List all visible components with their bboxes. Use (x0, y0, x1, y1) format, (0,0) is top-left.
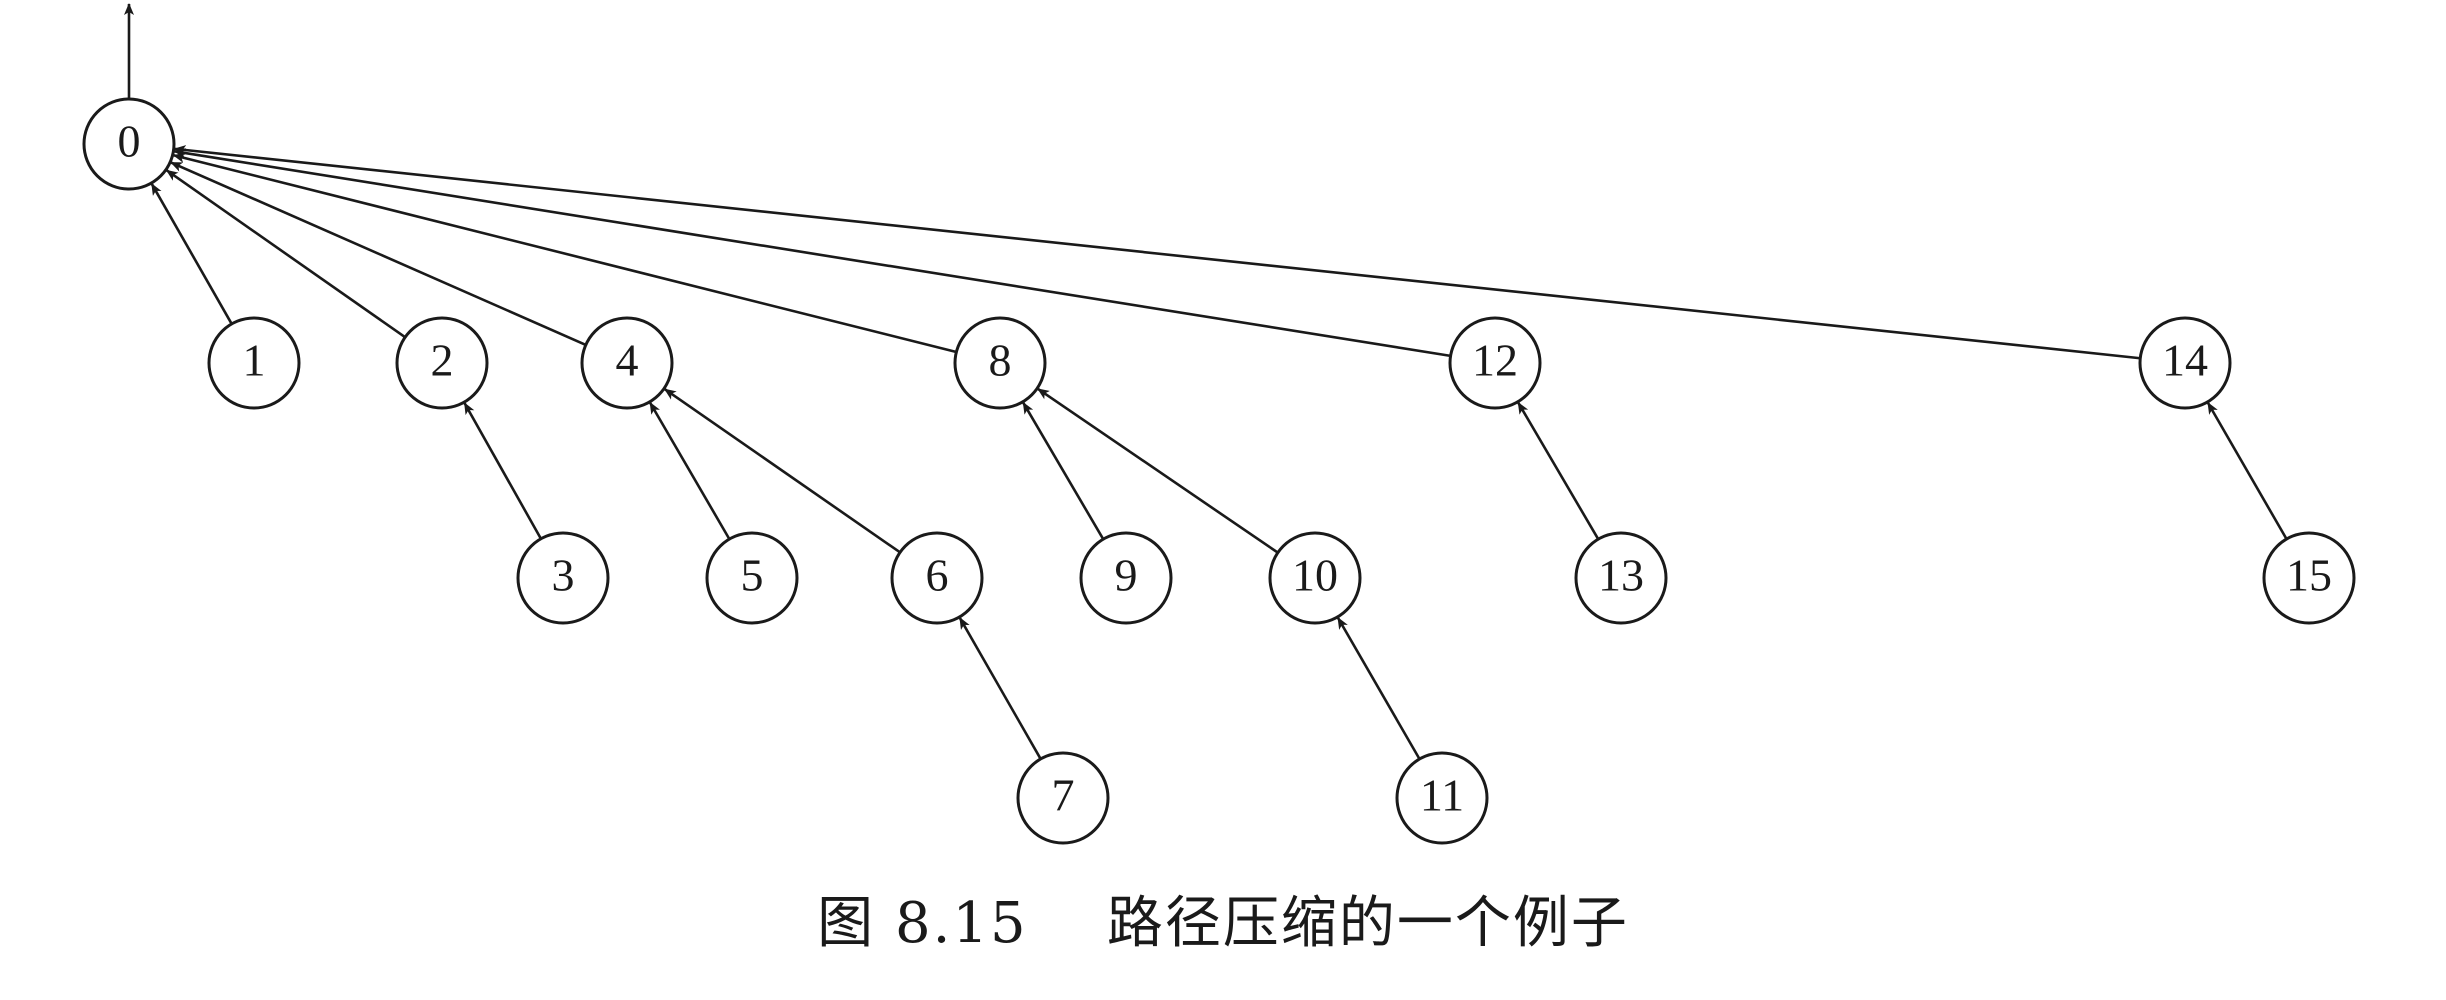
node-label: 12 (1472, 335, 1518, 386)
edges-layer (124, 3, 2288, 760)
node-circle (2138, 316, 2232, 410)
edge-2-to-0 (165, 169, 406, 339)
node-label: 11 (1420, 770, 1464, 821)
node-circle (890, 531, 984, 625)
node-0: 0 (82, 97, 176, 191)
node-label: 9 (1115, 550, 1138, 601)
node-label: 2 (431, 335, 454, 386)
node-13: 13 (1574, 531, 1668, 625)
node-circle (82, 97, 176, 191)
node-circle (1016, 751, 1110, 845)
edge-4-to-0 (170, 161, 587, 347)
node-label: 7 (1052, 770, 1075, 821)
edge-3-to-2 (463, 402, 543, 540)
node-3: 3 (516, 531, 610, 625)
node-circle (1448, 316, 1542, 410)
node-label: 5 (741, 550, 764, 601)
node-circle (1268, 531, 1362, 625)
edge-11-to-10 (1336, 616, 1421, 760)
figure-caption: 图 8.15 路径压缩的一个例子 (817, 891, 1629, 956)
edge-6-to-4 (663, 388, 901, 554)
node-label: 14 (2162, 335, 2208, 386)
node-circle (516, 531, 610, 625)
edge-1-to-0 (150, 183, 233, 325)
edge-10-to-8 (1037, 387, 1279, 554)
node-9: 9 (1079, 531, 1173, 625)
node-circle (953, 316, 1047, 410)
node-8: 8 (953, 316, 1047, 410)
node-circle (705, 531, 799, 625)
edge-13-to-12 (1517, 401, 1600, 540)
edge-12-to-0 (173, 148, 1451, 358)
edge-14-to-0 (173, 145, 2141, 360)
edge-8-to-0 (172, 153, 957, 354)
node-6: 6 (890, 531, 984, 625)
node-15: 15 (2262, 531, 2356, 625)
edge-9-to-8 (1022, 401, 1105, 540)
node-label: 13 (1598, 550, 1644, 601)
node-circle (207, 316, 301, 410)
edge-15-to-14 (2206, 401, 2288, 540)
node-11: 11 (1395, 751, 1489, 845)
node-circle (395, 316, 489, 410)
node-label: 8 (989, 335, 1012, 386)
node-label: 6 (926, 550, 949, 601)
edge-5-to-4 (648, 401, 731, 540)
node-circle (1574, 531, 1668, 625)
node-label: 0 (118, 116, 141, 167)
node-label: 1 (243, 335, 266, 386)
node-circle (1395, 751, 1489, 845)
node-circle (580, 316, 674, 410)
node-label: 15 (2286, 550, 2332, 601)
node-10: 10 (1268, 531, 1362, 625)
node-5: 5 (705, 531, 799, 625)
node-label: 4 (616, 335, 639, 386)
node-7: 7 (1016, 751, 1110, 845)
edge-7-to-6 (958, 617, 1042, 760)
node-1: 1 (207, 316, 301, 410)
node-4: 4 (580, 316, 674, 410)
node-label: 10 (1292, 550, 1338, 601)
node-2: 2 (395, 316, 489, 410)
node-14: 14 (2138, 316, 2232, 410)
node-circle (2262, 531, 2356, 625)
node-12: 12 (1448, 316, 1542, 410)
node-label: 3 (552, 550, 575, 601)
node-circle (1079, 531, 1173, 625)
